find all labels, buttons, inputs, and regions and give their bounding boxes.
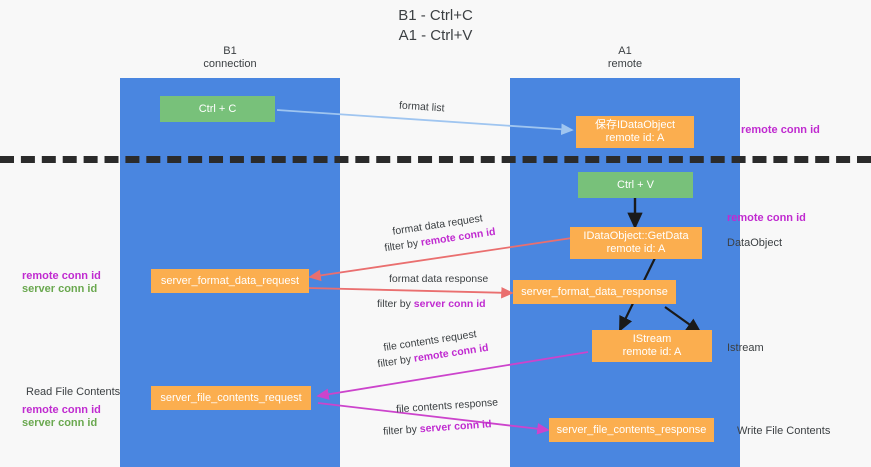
box-save-idataobject-line2: remote id: A <box>605 132 665 144</box>
arrow-format-data-response <box>307 286 514 299</box>
arrow-file-contents-request <box>316 351 589 400</box>
arrow-label-fdresp-l2-prefix: filter by <box>377 298 414 310</box>
box-server-format-data-request[interactable]: server_format_data_request <box>151 269 309 293</box>
note-right-remote-conn-id-mid: remote conn id <box>727 212 806 224</box>
arrow-label-format-data-response-l1: format data response <box>389 273 488 285</box>
note-right-remote-conn-id-top: remote conn id <box>741 124 820 136</box>
box-ctrl-c[interactable]: Ctrl + C <box>160 96 275 122</box>
note-left-server-conn-id-2: server conn id <box>22 417 98 429</box>
box-server-file-contents-request[interactable]: server_file_contents_request <box>151 386 311 410</box>
arrow-label-fcresp-l2-prefix: filter by <box>382 423 421 438</box>
note-left-read-file-contents: Read File Contents <box>26 386 121 398</box>
box-server-file-contents-request-label: server_file_contents_request <box>160 391 302 404</box>
arrow-format-data-request <box>308 237 573 282</box>
box-getdata-line2: remote id: A <box>606 243 666 255</box>
column-header-a1: A1 remote <box>607 45 643 70</box>
arrow-format-list <box>276 109 574 136</box>
box-ctrl-v-label: Ctrl + V <box>617 178 654 191</box>
divider-dashed-line <box>0 156 871 163</box>
box-save-idataobject[interactable]: 保存IDataObject remote id: A <box>576 116 694 148</box>
box-server-format-data-response-label: server_format_data_response <box>521 285 668 298</box>
arrow-file-contents-response <box>317 402 550 435</box>
box-server-format-data-request-label: server_format_data_request <box>160 274 300 287</box>
box-ctrl-v[interactable]: Ctrl + V <box>578 172 693 198</box>
box-ctrl-c-label: Ctrl + C <box>198 102 237 115</box>
note-right-istream: Istream <box>727 342 764 354</box>
page-title: B1 - Ctrl+C A1 - Ctrl+V <box>398 7 473 44</box>
box-server-format-data-response[interactable]: server_format_data_response <box>513 280 676 304</box>
box-server-file-contents-response[interactable]: server_file_contents_response <box>549 418 714 442</box>
note-left-remote-conn-id: remote conn id <box>22 270 101 282</box>
box-server-file-contents-response-label: server_file_contents_response <box>556 423 707 436</box>
arrow-label-fdresp-l1-text: format data response <box>389 273 489 285</box>
box-save-idataobject-line1: 保存IDataObject <box>594 119 676 131</box>
note-right-write-file-contents: Write File Contents <box>737 425 831 437</box>
column-header-b1: B1 connection <box>203 45 257 70</box>
note-right-dataobject: DataObject <box>727 237 783 249</box>
arrow-label-format-data-response-l2: filter by server conn id <box>377 298 486 310</box>
arrow-label-fdresp-l2-highlight: server conn id <box>413 298 486 310</box>
box-istream-line2: remote id: A <box>622 346 682 358</box>
box-istream[interactable]: IStream remote id: A <box>592 330 712 362</box>
note-left-remote-conn-id-2: remote conn id <box>22 404 101 416</box>
box-idataobject-getdata[interactable]: IDataObject::GetData remote id: A <box>570 227 702 259</box>
box-istream-line1: IStream <box>632 333 672 345</box>
box-getdata-line1: IDataObject::GetData <box>583 230 689 242</box>
note-left-server-conn-id: server conn id <box>22 283 98 295</box>
arrow-response-to-istream <box>664 306 702 334</box>
